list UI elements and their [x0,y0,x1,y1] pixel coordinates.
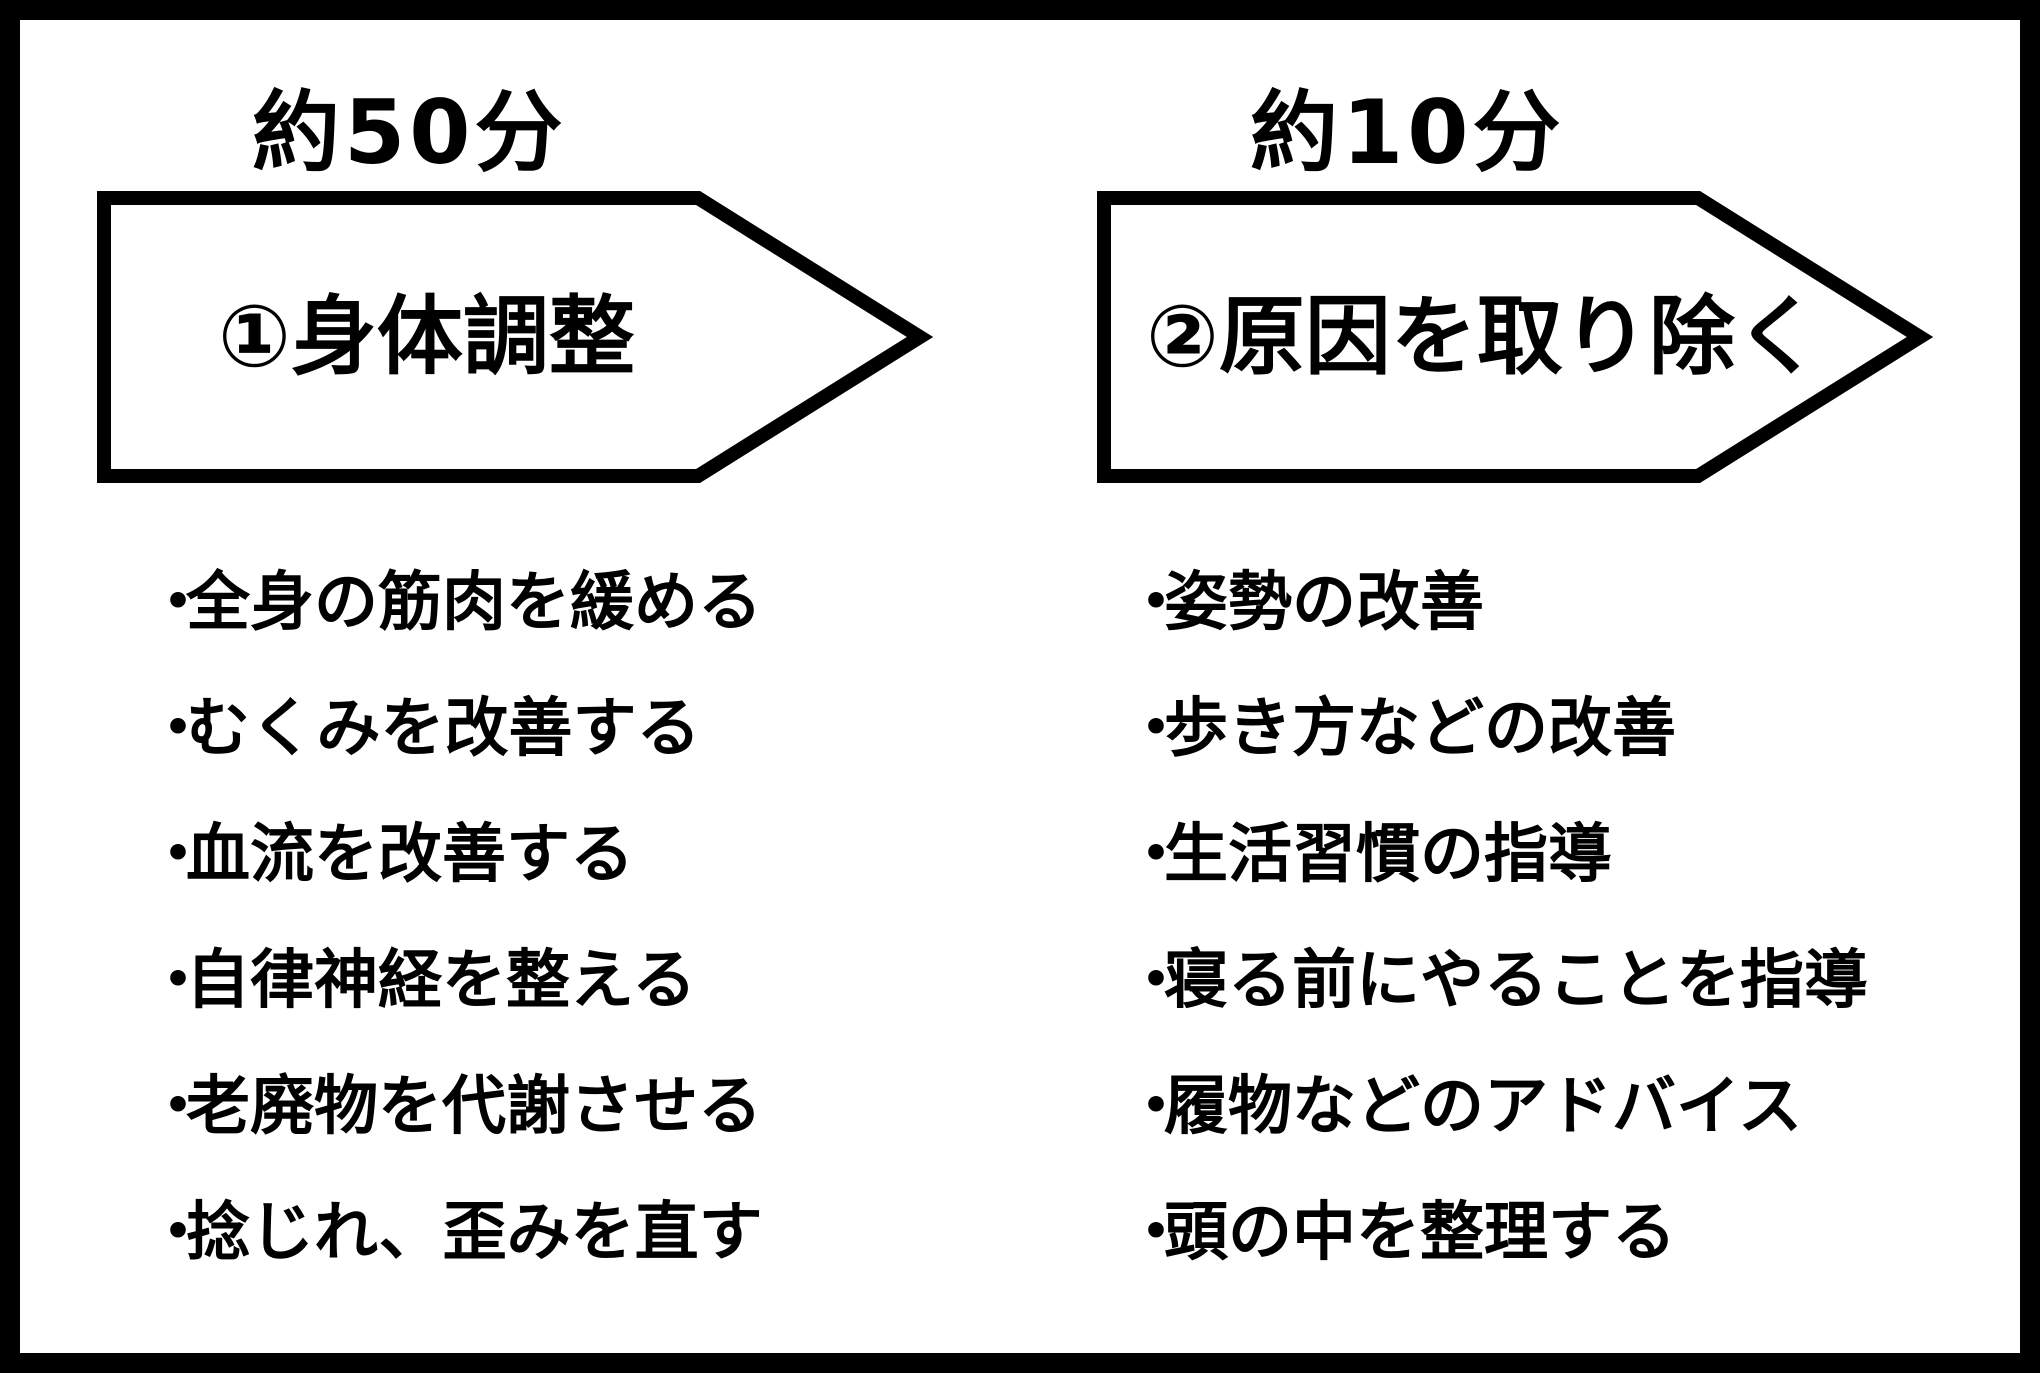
list-item-text: 老廃物を代謝させる [186,1070,762,1144]
bullet-icon: ・ [146,1070,210,1144]
list-item: ・全身の筋肉を緩める [146,540,763,666]
step-arrow: ②原因を取り除く [1097,191,1948,483]
list-item: ・姿勢の改善 [1124,540,1868,666]
item-list: ・全身の筋肉を緩める ・むくみを改善する ・血流を改善する ・自律神経を整える … [146,540,763,1296]
list-item-text: 寝る前にやることを指導 [1164,944,1868,1018]
step-title: ②原因を取り除く [1146,287,1821,387]
list-item-text: 全身の筋肉を緩める [186,566,762,640]
list-item-text: 捻じれ、歪みを直す [186,1196,763,1270]
bullet-icon: ・ [146,566,210,640]
arrow-pentagon-shape [97,191,934,483]
list-item-text: 姿勢の改善 [1164,566,1484,640]
list-item-text: 頭の中を整理する [1164,1196,1676,1270]
bullet-icon: ・ [1124,566,1188,640]
duration-label: 約50分 [252,81,567,184]
list-item: ・歩き方などの改善 [1124,666,1868,792]
bullet-icon: ・ [146,944,210,1018]
bullet-icon: ・ [1124,944,1188,1018]
step-arrow: ①身体調整 [97,191,948,483]
list-item: ・捻じれ、歪みを直す [146,1170,763,1296]
arrow-pentagon-shape [1097,191,1934,483]
bullet-icon: ・ [146,1196,210,1270]
list-item: ・履物などのアドバイス [1124,1044,1868,1170]
bullet-icon: ・ [146,692,210,766]
list-item: ・頭の中を整理する [1124,1170,1868,1296]
list-item: ・血流を改善する [146,792,763,918]
column-remove-cause: 約10分 ②原因を取り除く ・姿勢の改善 ・歩き方などの改善 ・生活習慣の指導 … [1020,20,2020,1353]
list-item: ・生活習慣の指導 [1124,792,1868,918]
list-item-text: むくみを改善する [186,692,701,766]
list-item: ・自律神経を整える [146,918,763,1044]
bullet-icon: ・ [1124,692,1188,766]
list-item-text: 履物などのアドバイス [1164,1070,1803,1144]
bullet-icon: ・ [1124,1196,1188,1270]
list-item-text: 生活習慣の指導 [1164,818,1612,892]
list-item-text: 歩き方などの改善 [1164,692,1676,766]
list-item: ・むくみを改善する [146,666,763,792]
list-item: ・老廃物を代謝させる [146,1044,763,1170]
diagram-canvas: 約50分 ①身体調整 ・全身の筋肉を緩める ・むくみを改善する ・血流を改善する… [20,20,2020,1353]
bullet-icon: ・ [146,818,210,892]
duration-label: 約10分 [1250,81,1565,184]
column-body-adjustment: 約50分 ①身体調整 ・全身の筋肉を緩める ・むくみを改善する ・血流を改善する… [20,20,1020,1353]
list-item-text: 自律神経を整える [186,944,697,1018]
list-item-text: 血流を改善する [186,818,634,892]
bullet-icon: ・ [1124,1070,1188,1144]
list-item: ・寝る前にやることを指導 [1124,918,1868,1044]
item-list: ・姿勢の改善 ・歩き方などの改善 ・生活習慣の指導 ・寝る前にやることを指導 ・… [1124,540,1868,1296]
step-title: ①身体調整 [218,287,635,387]
bullet-icon: ・ [1124,818,1188,892]
